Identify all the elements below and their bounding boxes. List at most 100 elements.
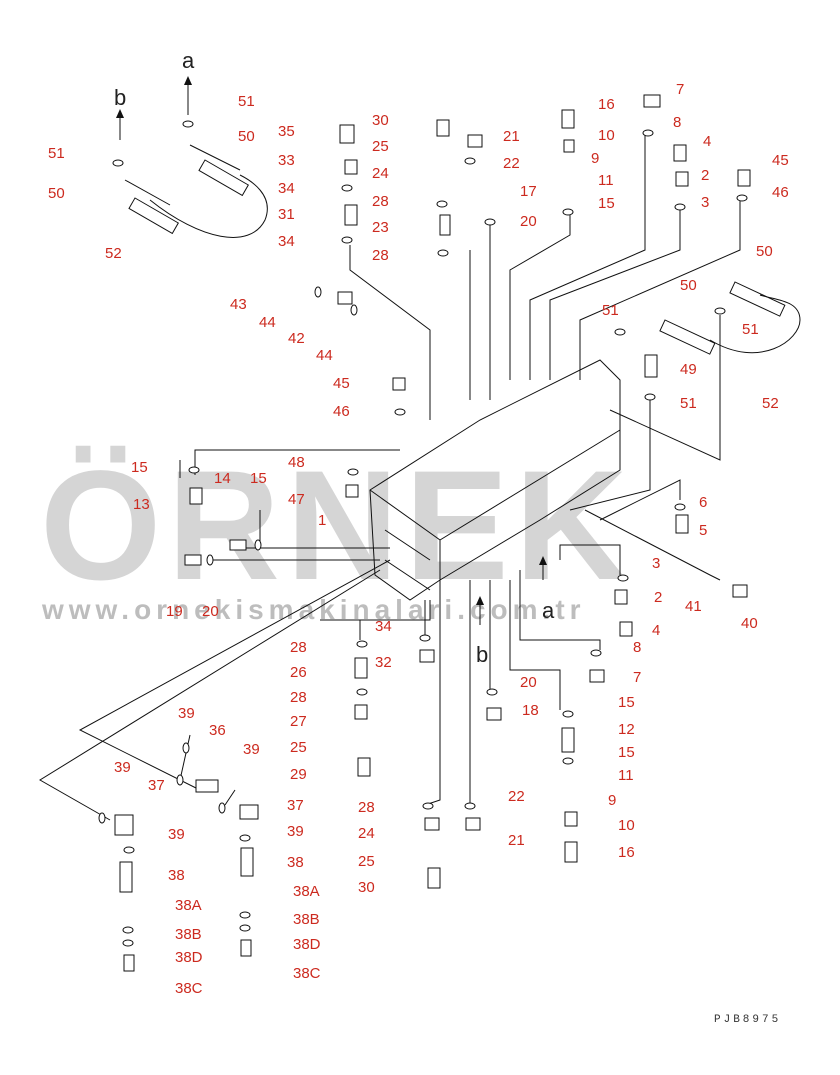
part-callout: 17 — [520, 183, 537, 200]
part-callout: 52 — [105, 245, 122, 262]
part-callout: 39 — [287, 823, 304, 840]
part-callout: 22 — [503, 155, 520, 172]
part-callout: 30 — [372, 112, 389, 129]
part-callout: 23 — [372, 219, 389, 236]
part-callout: 34 — [375, 618, 392, 635]
part-callout: 45 — [333, 375, 350, 392]
part-callout: 50 — [238, 128, 255, 145]
part-callout: 30 — [358, 879, 375, 896]
part-callout: 18 — [522, 702, 539, 719]
part-callout: 33 — [278, 152, 295, 169]
part-callout: 15 — [131, 459, 148, 476]
part-callout: 12 — [618, 721, 635, 738]
part-callout: 38B — [175, 926, 202, 943]
part-callout: 51 — [742, 321, 759, 338]
part-callout: 38D — [175, 949, 203, 966]
part-callout: 51 — [680, 395, 697, 412]
part-callout: 46 — [772, 184, 789, 201]
part-callout: 14 — [214, 470, 231, 487]
part-callout: 10 — [598, 127, 615, 144]
part-callout: 25 — [290, 739, 307, 756]
part-callout: 28 — [290, 689, 307, 706]
part-callout: 28 — [372, 247, 389, 264]
part-callout: 38A — [175, 897, 202, 914]
part-callout: 44 — [259, 314, 276, 331]
part-callout: 39 — [178, 705, 195, 722]
part-callout: 38 — [287, 854, 304, 871]
part-callout: 43 — [230, 296, 247, 313]
part-callout: 50 — [48, 185, 65, 202]
part-callout: 8 — [673, 114, 682, 131]
part-callout: 25 — [372, 138, 389, 155]
part-callout: 39 — [243, 741, 260, 758]
part-callout: 31 — [278, 206, 295, 223]
part-callout: 50 — [680, 277, 697, 294]
part-callout: 48 — [288, 454, 305, 471]
part-callout: 38A — [293, 883, 320, 900]
part-callout: 3 — [652, 555, 661, 572]
part-callout: 27 — [290, 713, 307, 730]
part-callout: 50 — [756, 243, 773, 260]
part-callout: 20 — [520, 213, 537, 230]
direction-marker-b: b — [476, 642, 489, 667]
part-callout: 38D — [293, 936, 321, 953]
part-callout: 21 — [503, 128, 520, 145]
part-callout: 34 — [278, 233, 295, 250]
part-callout: 7 — [633, 669, 642, 686]
part-callout: 4 — [652, 622, 661, 639]
part-callout: 5 — [699, 522, 708, 539]
part-callout: 6 — [699, 494, 708, 511]
part-callout: 49 — [680, 361, 697, 378]
part-callout: 4 — [703, 133, 712, 150]
part-callout: 32 — [375, 654, 392, 671]
part-callout: 29 — [290, 766, 307, 783]
direction-marker-a: a — [542, 598, 555, 623]
part-callout: 35 — [278, 123, 295, 140]
direction-marker-a: a — [182, 48, 195, 73]
part-callout: 2 — [654, 589, 663, 606]
part-callout: 24 — [372, 165, 389, 182]
part-callout: 16 — [618, 844, 635, 861]
part-callout: 7 — [676, 81, 685, 98]
part-callout: 51 — [48, 145, 65, 162]
part-callout: 2 — [701, 167, 710, 184]
part-callout: 15 — [618, 694, 635, 711]
part-callout: 51 — [238, 93, 255, 110]
part-callout: 52 — [762, 395, 779, 412]
part-callout: 15 — [250, 470, 267, 487]
part-callout: 19 — [166, 603, 183, 620]
part-callout: 15 — [618, 744, 635, 761]
part-callout: 41 — [685, 598, 702, 615]
part-callout: 36 — [209, 722, 226, 739]
part-callout: 9 — [608, 792, 617, 809]
part-callout: 11 — [598, 172, 614, 189]
part-callout: 24 — [358, 825, 375, 842]
part-callout: 11 — [618, 767, 634, 784]
part-callout: 34 — [278, 180, 295, 197]
part-callout: 20 — [202, 603, 219, 620]
part-callout: 38C — [175, 980, 203, 997]
part-callout: 37 — [148, 777, 165, 794]
part-callout: 22 — [508, 788, 525, 805]
part-callout: 42 — [288, 330, 305, 347]
part-callout: 40 — [741, 615, 758, 632]
part-callout: 26 — [290, 664, 307, 681]
part-callout: 39 — [114, 759, 131, 776]
part-callout: 37 — [287, 797, 304, 814]
part-callout: 20 — [520, 674, 537, 691]
part-callout: 51 — [602, 302, 619, 319]
part-callout: 1 — [318, 512, 327, 529]
watermark-url: www.ornekismakinalari.com.tr — [42, 594, 586, 625]
drawing-code: PJB8975 — [714, 1014, 782, 1026]
part-callout: 38B — [293, 911, 320, 928]
part-callout: 44 — [316, 347, 333, 364]
part-callout: 9 — [591, 150, 600, 167]
part-callout: 38C — [293, 965, 321, 982]
part-callout: 28 — [290, 639, 307, 656]
part-callout: 28 — [372, 193, 389, 210]
part-callout: 39 — [168, 826, 185, 843]
part-callout: 45 — [772, 152, 789, 169]
part-callout: 8 — [633, 639, 642, 656]
